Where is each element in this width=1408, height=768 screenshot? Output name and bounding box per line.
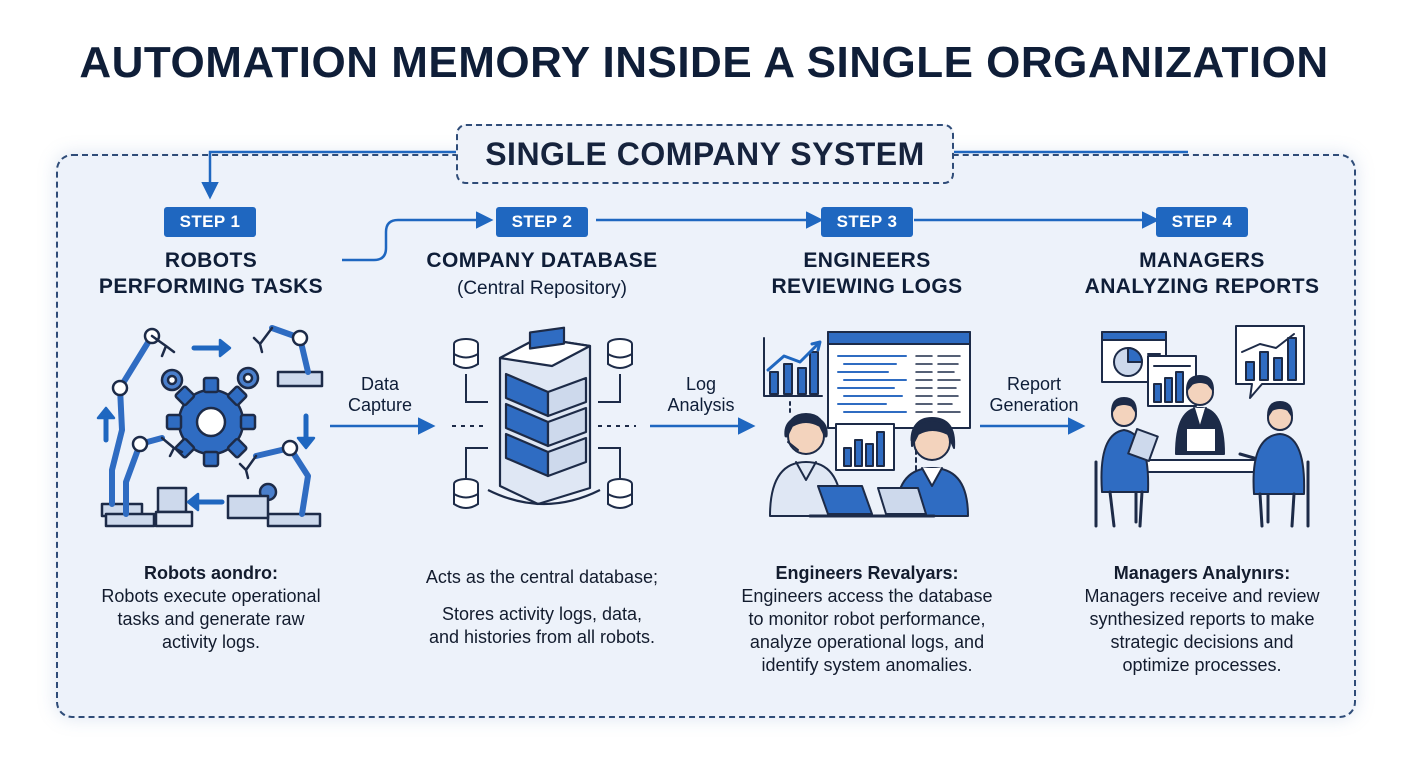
step-3-description-heading: Engineers Revalyars: [775, 563, 959, 583]
step-4-description-line: synthesized reports to make [1089, 609, 1315, 629]
step-2-description-line: Stores activity logs, data, [441, 604, 643, 624]
flow-label-line: Report [1006, 374, 1062, 394]
step-3-badge: STEP 3 [821, 207, 913, 237]
step-2-title-line-1: COMPANY DATABASE [426, 249, 658, 272]
step-3-title-line-1: ENGINEERS [803, 249, 931, 272]
step-3-title: ENGINEERS REVIEWING LOGS [717, 248, 1017, 300]
step-1-title-line-1: ROBOTS [164, 249, 258, 272]
step-3-description-line: to monitor robot performance, [748, 609, 986, 629]
step-1-description-heading: Robots aondro: [144, 563, 278, 583]
server-database-icon [452, 326, 636, 509]
step-1-description-line: tasks and generate raw [117, 609, 305, 629]
managers-meeting-icon [1094, 325, 1310, 528]
step-4-badge: STEP 4 [1156, 207, 1248, 237]
step-4-title-line-1: MANAGERS [1139, 249, 1265, 272]
robot-arms-gear-icon [96, 325, 324, 528]
flow-label-report-generation: Report Generation [974, 374, 1094, 416]
step-2-description-line: Acts as the central database; [425, 567, 659, 587]
step-4-title-line-2: ANALYZING REPORTS [1084, 275, 1320, 298]
step-4-description-line: Managers receive and review [1084, 586, 1320, 606]
page-title: AUTOMATION MEMORY INSIDE A SINGLE ORGANI… [79, 38, 1329, 87]
flow-label-data-capture: Data Capture [320, 374, 440, 416]
step-4-description-heading: Managers Analynırs: [1113, 563, 1291, 583]
connector-system-to-step1 [201, 150, 456, 200]
step-3-description-line: analyze operational logs, and [749, 632, 985, 652]
step-2-subtitle: (Central Repository) [457, 278, 627, 299]
step-4-description-line: optimize processes. [1122, 655, 1282, 675]
chart-small-icon [763, 337, 823, 397]
flow-label-line: Generation [989, 395, 1079, 415]
step-1-title-line-2: PERFORMING TASKS [98, 275, 324, 298]
system-label: SINGLE COMPANY SYSTEM [456, 124, 954, 184]
flow-label-line: Analysis [667, 395, 735, 415]
step-3-description-line: identify system anomalies. [761, 655, 973, 675]
step-1-title: ROBOTS PERFORMING TASKS [61, 248, 361, 300]
step-3-description-line: Engineers access the database [741, 586, 993, 606]
step-1-description: Robots aondro: Robots execute operationa… [61, 562, 361, 654]
flow-label-line: Log [685, 374, 717, 394]
step-1-description-line: Robots execute operational [101, 586, 321, 606]
step-2-description-line: and histories from all robots. [428, 627, 656, 647]
step-1-badge: STEP 1 [164, 207, 256, 237]
flow-label-line: Data [360, 374, 400, 394]
step-1-description-line: activity logs. [161, 632, 261, 652]
step-4-description-line: strategic decisions and [1110, 632, 1294, 652]
database-cylinders-icon [453, 338, 633, 509]
step-2-description-spacer [392, 589, 692, 603]
connector-step1-to-step2 [342, 211, 494, 262]
step-2-description: Acts as the central database; Stores act… [392, 566, 692, 649]
step-4-title: MANAGERS ANALYZING REPORTS [1052, 248, 1352, 300]
step-3-title-line-2: REVIEWING LOGS [771, 275, 963, 298]
flow-label-line: Capture [347, 395, 413, 415]
flow-label-log-analysis: Log Analysis [641, 374, 761, 416]
engineers-laptops-icon [763, 331, 971, 518]
step-4-description: Managers Analynırs: Managers receive and… [1052, 562, 1352, 677]
step-2-title: COMPANY DATABASE [392, 248, 692, 274]
central-gear-icon [165, 376, 257, 468]
step-2-badge: STEP 2 [496, 207, 588, 237]
step-3-description: Engineers Revalyars: Engineers access th… [717, 562, 1017, 677]
